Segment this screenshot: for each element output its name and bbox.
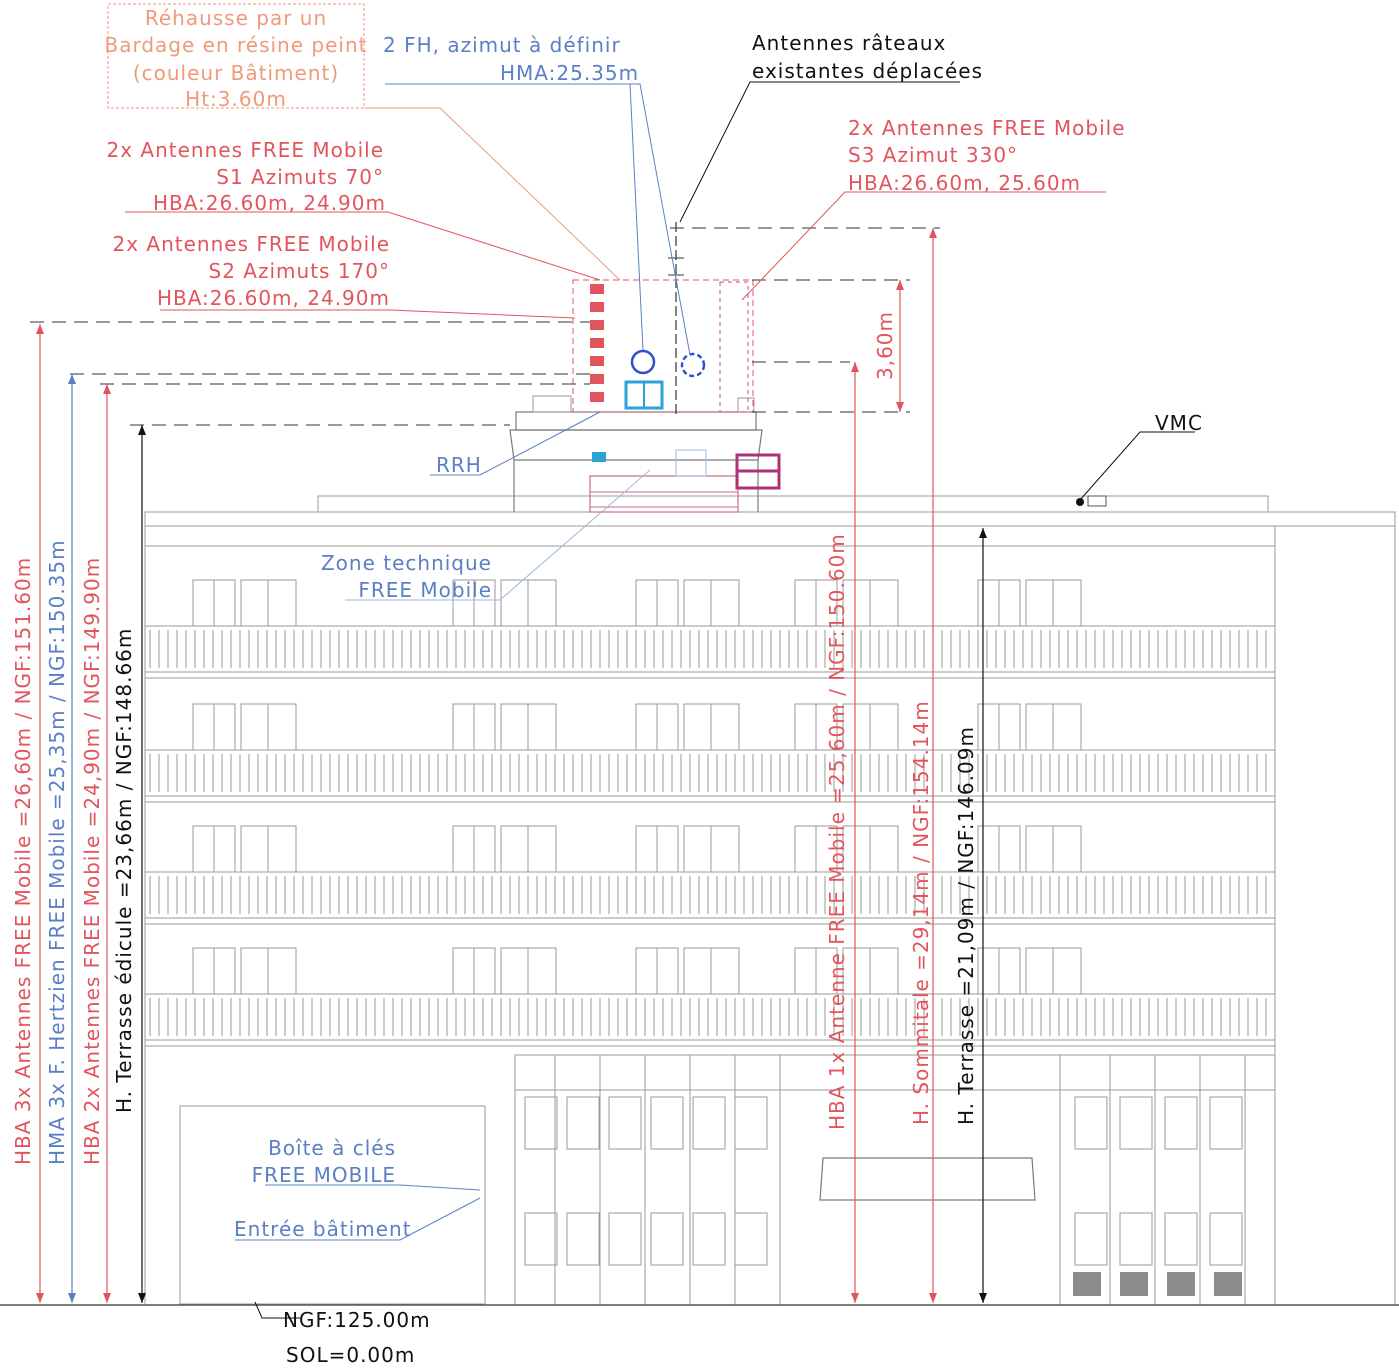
s2-line-3: HBA:26.60m, 24.90m (157, 286, 390, 310)
leader-lines (125, 81, 1195, 1319)
fh-line-1: 2 FH, azimut à définir (383, 33, 621, 57)
rehausse-line-4: Ht:3.60m (185, 87, 287, 111)
fh-line-2: HMA:25.35m (500, 61, 639, 85)
vdim-terrasse: H. Terrasse =21,09m / NGF:146.09m (954, 726, 978, 1125)
vdim-hba-2x: HBA 2x Antennes FREE Mobile =24,90m / NG… (80, 557, 104, 1165)
s1-line-3: HBA:26.60m, 24.90m (153, 191, 386, 215)
s3-line-2: S3 Azimut 330° (848, 143, 1018, 167)
rateaux-line-2: existantes déplacées (752, 59, 983, 83)
dim-360-label: 3,60m (873, 311, 897, 380)
s3-label: 2x Antennes FREE Mobile S3 Azimut 330° H… (848, 116, 1126, 195)
vmc-label: VMC (1155, 411, 1203, 435)
vdim-hba-3x: HBA 3x Antennes FREE Mobile =26,60m / NG… (11, 557, 35, 1165)
rateaux-line-1: Antennes râteaux (752, 31, 946, 55)
rehausse-line-2: Bardage en résine peint (105, 33, 368, 57)
vdim-sommitale: H. Sommitale =29,14m / NGF:154.14m (909, 700, 933, 1125)
s1-label: 2x Antennes FREE Mobile S1 Azimuts 70° H… (107, 138, 386, 215)
s1-line-2: S1 Azimuts 70° (216, 165, 384, 189)
vdim-hba-1x: HBA 1x Antenne FREE Mobile =25,60m / NGF… (825, 533, 849, 1130)
fh-label: 2 FH, azimut à définir HMA:25.35m (383, 33, 639, 85)
rehausse-label: Réhausse par un Bardage en résine peint … (105, 6, 368, 111)
building-facade (0, 495, 1399, 1306)
zone-technique-label: Zone technique FREE Mobile (321, 551, 492, 602)
dimension-arrows (36, 228, 987, 1303)
vertical-dim-texts: HBA 3x Antennes FREE Mobile =26,60m / NG… (11, 533, 978, 1165)
boite-cles-label: Boîte à clés FREE MOBILE (252, 1136, 396, 1187)
s2-line-2: S2 Azimuts 170° (209, 259, 390, 283)
boite-cles-line-1: Boîte à clés (268, 1136, 396, 1160)
antenna-mast (572, 222, 754, 414)
rehausse-line-1: Réhausse par un (145, 6, 327, 30)
roof-edicule (509, 395, 781, 513)
s2-line-1: 2x Antennes FREE Mobile (113, 232, 391, 256)
entree-label: Entrée bâtiment (234, 1217, 412, 1241)
rehausse-line-3: (couleur Bâtiment) (133, 61, 339, 85)
zone-technique-line-2: FREE Mobile (358, 578, 492, 602)
rrh-label: RRH (436, 453, 482, 477)
ngf-sol-label: NGF:125.00m (283, 1308, 431, 1332)
boite-cles-line-2: FREE MOBILE (252, 1163, 396, 1187)
zone-technique-line-1: Zone technique (321, 551, 492, 575)
s3-line-1: 2x Antennes FREE Mobile (848, 116, 1126, 140)
s1-line-1: 2x Antennes FREE Mobile (107, 138, 385, 162)
sol-label: SOL=0.00m (286, 1343, 415, 1367)
s2-label: 2x Antennes FREE Mobile S2 Azimuts 170° … (113, 232, 391, 310)
rehausse-box (107, 3, 365, 109)
rateaux-label: Antennes râteaux existantes déplacées (752, 31, 983, 83)
vdim-terrasse-edicule: H. Terrasse édicule =23,66m / NGF:148.66… (112, 628, 136, 1113)
s3-line-3: HBA:26.60m, 25.60m (848, 171, 1081, 195)
vdim-hma-3x: HMA 3x F. Hertzien FREE Mobile =25,35m /… (45, 539, 69, 1165)
level-lines (30, 227, 940, 426)
